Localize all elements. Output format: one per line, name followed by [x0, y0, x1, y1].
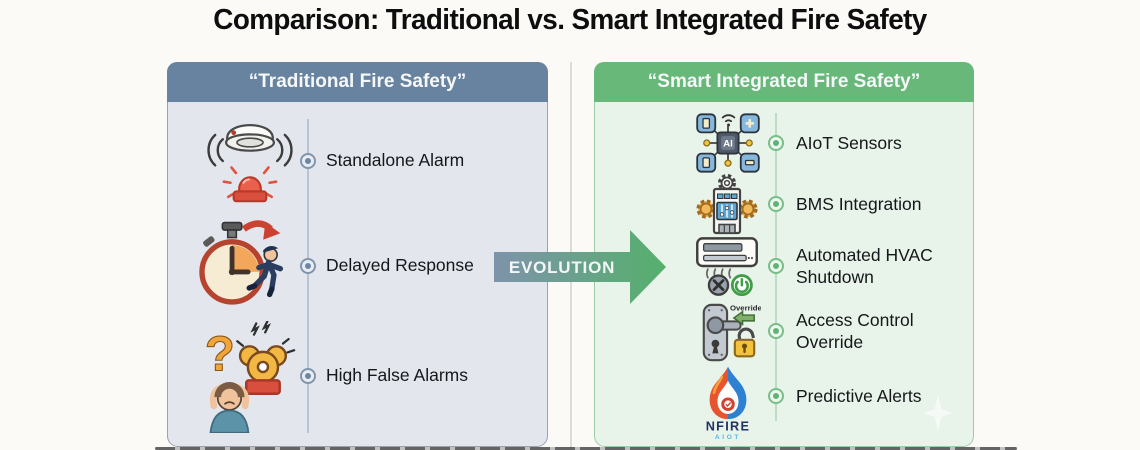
item-label-aiot-sensors: AIoT Sensors — [796, 133, 902, 153]
item-label-standalone-alarm: Standalone Alarm — [326, 150, 465, 170]
item-label-hvac-shutdown: Automated HVAC Shutdown — [796, 245, 933, 287]
item-label-delayed-response: Delayed Response — [326, 255, 474, 275]
smart-panel: “Smart Integrated Fire Safety” — [594, 62, 974, 447]
override-label: Override — [730, 304, 761, 313]
building-gears-icon — [695, 173, 759, 235]
hvac-unit-power-off-icon — [693, 235, 761, 297]
item-label-access-override: Access Control Override — [796, 310, 914, 352]
bottom-edge-strip — [155, 447, 1017, 450]
timeline-node — [768, 258, 784, 274]
traditional-panel-header: “Traditional Fire Safety” — [167, 62, 548, 102]
page-title: Comparison: Traditional vs. Smart Integr… — [213, 4, 927, 36]
timeline-node — [768, 323, 784, 339]
evolution-arrow: EVOLUTION — [494, 230, 666, 304]
timeline-node — [300, 368, 316, 384]
evolution-label: EVOLUTION — [509, 258, 615, 277]
timeline-node — [768, 135, 784, 151]
door-handle-unlock-icon: Override — [697, 301, 761, 365]
smoke-detector-siren-icon — [200, 111, 300, 211]
stopwatch-runner-icon — [192, 215, 300, 317]
sparkle-decoration — [923, 395, 953, 431]
ai-chip-label: AI — [723, 139, 733, 150]
timeline-node — [768, 388, 784, 404]
smart-panel-header: “Smart Integrated Fire Safety” — [594, 62, 974, 102]
timeline-node — [300, 153, 316, 169]
ai-chip-network-icon: AI — [694, 109, 762, 177]
item-label-predictive-alerts: Predictive Alerts — [796, 386, 922, 406]
nfire-aiot-flame-logo: NFIRE AIOT — [693, 363, 763, 441]
item-label-high-false-alarms: High False Alarms — [326, 365, 468, 385]
timeline-node — [768, 196, 784, 212]
timeline-node — [300, 258, 316, 274]
annoyed-person-alarm-bell-icon: ? — [196, 321, 302, 433]
logo-wordmark: NFIRE — [706, 419, 751, 433]
question-mark-glyph: ? — [205, 327, 235, 381]
traditional-timeline-line — [307, 119, 309, 433]
traditional-panel: “Traditional Fire Safety” — [167, 62, 548, 447]
item-label-bms-integration: BMS Integration — [796, 194, 922, 214]
logo-subtext: AIOT — [715, 434, 741, 441]
